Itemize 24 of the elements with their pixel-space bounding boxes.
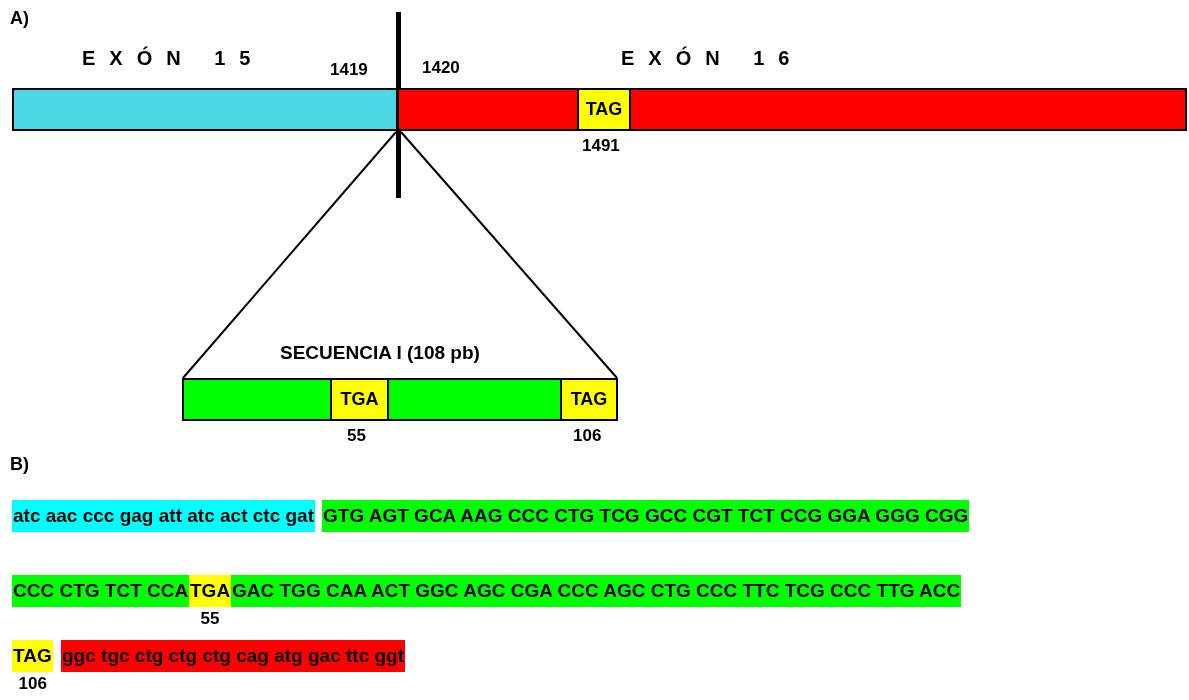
- exon-label: EXÓN 16: [621, 45, 804, 71]
- panel-label: B): [10, 454, 29, 474]
- stop-codon-box: TAG: [577, 88, 631, 131]
- position-number: 106: [573, 426, 602, 446]
- position-number: 1419: [330, 60, 368, 80]
- position-number: 55: [200, 609, 220, 629]
- position-number: 106: [18, 674, 47, 694]
- dna-sequence: ggc tgc ctg ctg ctg cag atg gac ttc ggt: [61, 640, 406, 672]
- panel-label: A): [10, 8, 29, 28]
- connector-line: [182, 131, 397, 379]
- exon-label: EXÓN 15: [82, 45, 265, 71]
- stop-codon-box: TGA: [330, 378, 389, 421]
- dna-sequence: atc aac ccc gag att atc act ctc gat: [12, 500, 315, 532]
- dna-sequence: GAC TGG CAA ACT GGC AGC CGA CCC AGC CTG CCC TTC TCG CCC TTG ACC: [231, 575, 962, 607]
- connector-line: [400, 131, 618, 379]
- sequence-title: SECUENCIA I (108 pb): [280, 341, 480, 365]
- position-number: 1420: [422, 58, 460, 78]
- position-number: 55: [347, 426, 366, 446]
- stop-codon: TAG: [12, 640, 53, 672]
- dna-sequence: CCC CTG TCT CCA: [12, 575, 190, 607]
- position-number: 1491: [582, 136, 620, 156]
- stop-codon: TGA: [189, 575, 232, 607]
- stop-codon-box: TAG: [560, 378, 618, 421]
- dna-sequence: GTG AGT GCA AAG CCC CTG TCG GCC CGT TCT CCG GGA GGG CGG: [322, 500, 970, 532]
